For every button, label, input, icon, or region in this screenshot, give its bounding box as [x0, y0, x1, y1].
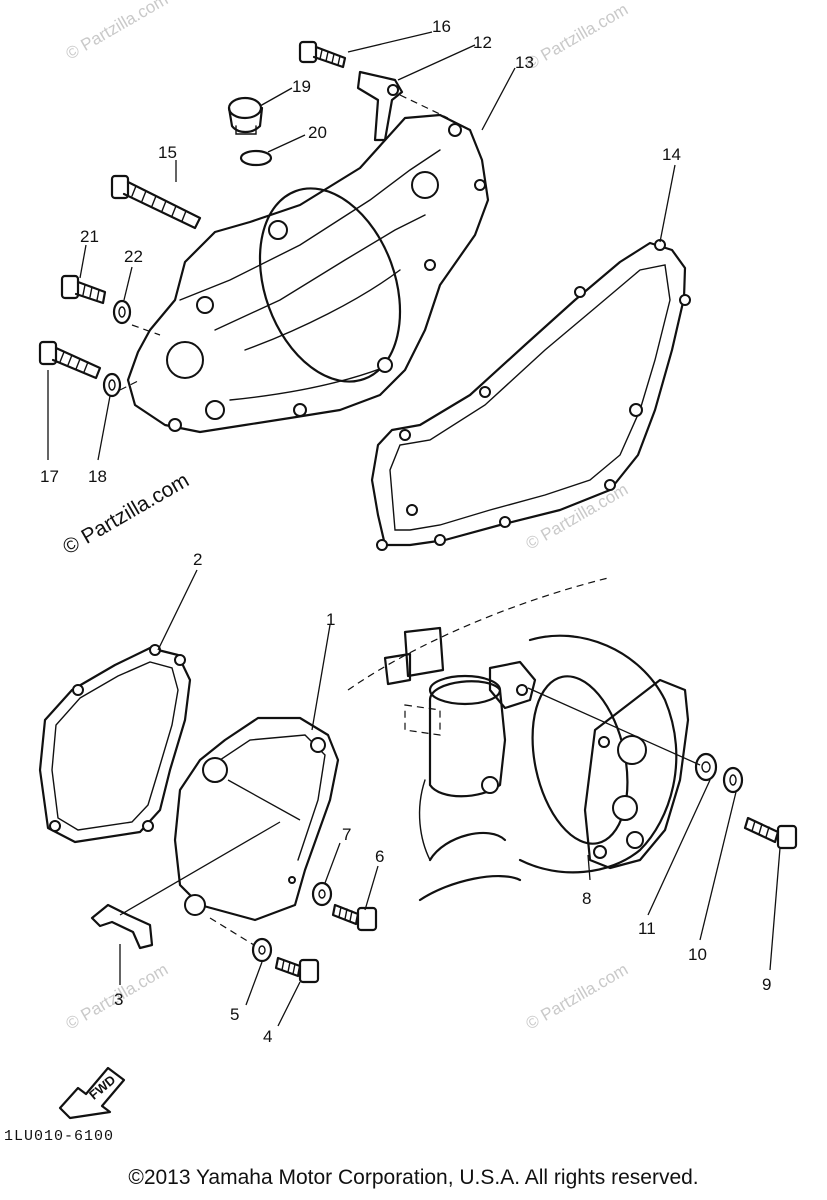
- clamp-12: [356, 70, 404, 142]
- bolt-21: [60, 274, 107, 305]
- fwd-arrow-icon: FWD: [58, 1066, 126, 1120]
- callout-20: 20: [308, 123, 327, 142]
- bolt-6: [331, 903, 378, 932]
- callout-15: 15: [158, 143, 177, 162]
- washer-10: [722, 766, 744, 794]
- callout-19: 19: [292, 77, 311, 96]
- bolt-16: [298, 40, 347, 69]
- diagram-code: 1LU010-6100: [4, 1128, 115, 1145]
- copyright-notice: ©2013 Yamaha Motor Corporation, U.S.A. A…: [128, 1166, 699, 1189]
- bolt-4: [274, 956, 320, 984]
- callout-4: 4: [263, 1027, 272, 1046]
- callout-10: 10: [688, 945, 707, 964]
- leader-lines: [47, 31, 781, 1027]
- engine-outline: [347, 577, 690, 902]
- callout-7: 7: [342, 825, 351, 844]
- gasket-2: [38, 644, 192, 844]
- fwd-label: FWD: [86, 1072, 118, 1103]
- washer-11: [694, 752, 718, 782]
- bolt-17: [38, 340, 102, 380]
- callout-21: 21: [80, 227, 99, 246]
- callout-18: 18: [88, 467, 107, 486]
- callout-16: 16: [432, 17, 451, 36]
- bolt-9: [743, 816, 798, 850]
- callout-9: 9: [762, 975, 771, 994]
- o-ring-20: [239, 149, 273, 167]
- watermark-bottom-right: © Partzilla.com: [523, 960, 632, 1034]
- watermark-top-left: © Partzilla.com: [63, 0, 172, 63]
- washer-18: [102, 372, 122, 398]
- washer-5: [251, 937, 273, 963]
- callout-13: 13: [515, 53, 534, 72]
- bolt-15: [110, 174, 202, 230]
- callout-5: 5: [230, 1005, 239, 1024]
- washer-7: [311, 881, 333, 907]
- callout-8: 8: [582, 889, 591, 908]
- gasket-14: [370, 239, 691, 551]
- callout-labels: 1 2 3 4 5 6 7 8 9 10 11 12 13 14 15 16 1…: [40, 17, 771, 1046]
- callout-14: 14: [662, 145, 681, 164]
- callout-12: 12: [473, 33, 492, 52]
- callout-17: 17: [40, 467, 59, 486]
- watermark-top-right: © Partzilla.com: [523, 0, 632, 73]
- watermark-center: © Partzilla.com: [59, 469, 193, 560]
- callout-11: 11: [638, 919, 656, 938]
- watermark-group: © Partzilla.com © Partzilla.com © Partzi…: [59, 0, 631, 1033]
- watermark-mid-right: © Partzilla.com: [523, 480, 632, 554]
- callout-6: 6: [375, 847, 384, 866]
- cover-1: [173, 716, 340, 922]
- callout-22: 22: [124, 247, 143, 266]
- plug-19: [227, 96, 264, 135]
- callout-2: 2: [193, 550, 202, 569]
- washer-22: [112, 299, 132, 325]
- callout-1: 1: [326, 610, 335, 629]
- clamp-3: [90, 903, 154, 950]
- crankcase-cover-13: [126, 113, 490, 434]
- callout-3: 3: [114, 990, 123, 1009]
